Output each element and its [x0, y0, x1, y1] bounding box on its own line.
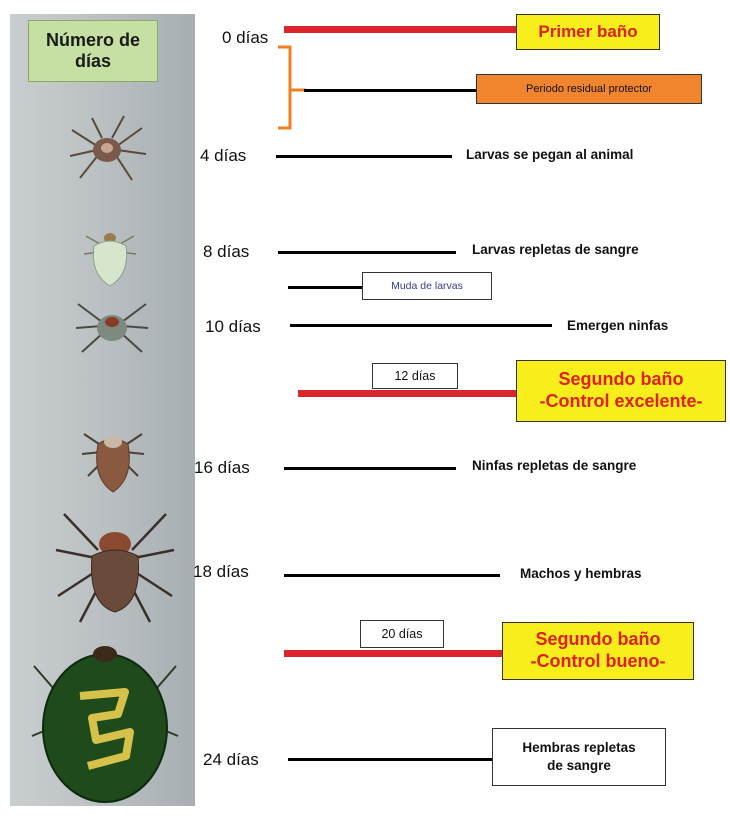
nymphs-emerge-line	[290, 324, 552, 327]
larvae-molt-line	[288, 286, 362, 289]
day20-box: 20 días	[360, 620, 444, 648]
females-engorged-box: Hembras repletas de sangre	[492, 728, 666, 786]
second-bath-excellent-line1: Segundo baño	[558, 369, 684, 390]
females-engorged-line	[288, 758, 492, 761]
larvae-molt-box: Muda de larvas	[362, 272, 492, 300]
nymphs-emerge-label: Emergen ninfas	[567, 318, 669, 333]
second-bath-good-line	[284, 650, 502, 657]
larvae-attach-label: Larvas se pegan al animal	[466, 147, 634, 162]
first-bath-line	[284, 26, 516, 33]
days-header-line1: Número de	[45, 30, 141, 51]
tick-label-10: 10 días	[205, 317, 261, 336]
females-engorged-line2: de sangre	[547, 758, 611, 773]
nymphs-engorged-line	[284, 467, 456, 470]
days-header: Número de días	[28, 20, 158, 82]
females-engorged-line1: Hembras repletas	[522, 740, 636, 756]
tick-engorged-nymph-icon	[81, 433, 145, 493]
residual-period-box: Periodo residual protector	[476, 74, 702, 104]
larvae-engorged-label: Larvas repletas de sangre	[472, 242, 639, 257]
second-bath-excellent-line	[298, 390, 516, 397]
second-bath-good-box: Segundo baño -Control bueno-	[502, 622, 694, 680]
residual-line	[304, 89, 476, 92]
tick-label-24: 24 días	[203, 750, 259, 769]
tick-adult-icon	[55, 513, 175, 623]
tick-larva-icon	[69, 115, 147, 181]
second-bath-excellent-box: Segundo baño -Control excelente-	[516, 360, 726, 422]
nymphs-engorged-label: Ninfas repletas de sangre	[472, 458, 637, 473]
tick-engorged-larva-icon	[83, 233, 137, 287]
tick-label-0: 0 días	[222, 28, 269, 47]
tick-engorged-female-icon	[31, 646, 179, 803]
adults-label: Machos y hembras	[520, 566, 642, 581]
adults-line	[284, 574, 500, 577]
residual-bracket	[278, 45, 306, 130]
tick-label-18: 18 días	[193, 562, 249, 581]
tick-label-16: 16 días	[194, 458, 250, 477]
tick-label-4: 4 días	[200, 146, 247, 165]
tick-nymph-icon	[75, 303, 149, 353]
day12-box: 12 días	[372, 363, 458, 389]
first-bath-box: Primer baño	[516, 14, 660, 50]
days-header-line2: días	[74, 51, 112, 71]
larvae-engorged-line	[278, 251, 456, 254]
second-bath-good-line1: Segundo baño	[535, 629, 661, 650]
larvae-attach-line	[276, 155, 452, 158]
tick-label-8: 8 días	[203, 242, 250, 261]
second-bath-excellent-line2: -Control excelente-	[539, 391, 703, 411]
second-bath-good-line2: -Control bueno-	[530, 651, 666, 671]
